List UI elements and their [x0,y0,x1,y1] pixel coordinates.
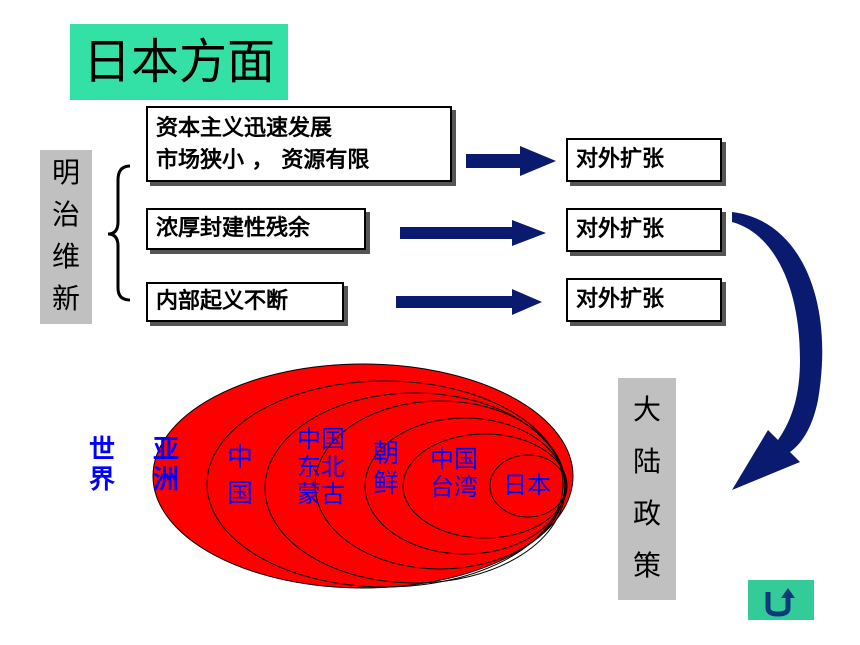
cause-box-1: 资本主义迅速发展 市场狭小 ， 资源有限 [146,106,452,182]
cause-1-line-1: 资本主义迅速发展 [156,116,333,141]
result-box-2: 对外扩张 [566,208,722,252]
ellipse-taiwan [402,433,568,539]
label-world-char: 界 [88,464,115,495]
policy-char: 策 [632,549,661,582]
label-northeast-line: 蒙古 [297,480,345,509]
result-box-3: 对外扩张 [566,278,722,322]
ellipse-korea [364,417,566,555]
side-char: 维 [51,240,80,273]
label-taiwan-line: 台湾 [430,472,478,501]
return-button[interactable] [748,580,814,620]
cause-box-2: 浓厚封建性残余 [146,208,366,250]
meiji-restoration-label: 明 治 维 新 [40,150,92,324]
result-1-text: 对外扩张 [576,147,665,172]
label-northeast-line: 中国 [297,425,345,453]
page-title: 日本方面 [70,24,288,100]
policy-char: 政 [632,497,661,530]
result-2-text: 对外扩张 [576,217,665,242]
ellipse-world [152,363,574,589]
label-world-char: 世 [88,435,115,465]
return-arrow-icon [765,588,795,617]
side-char: 新 [51,282,80,315]
curved-arrow [732,212,823,490]
policy-char: 陆 [632,445,661,478]
ellipse-japan [489,454,567,518]
label-asia: 亚 洲 [148,435,184,496]
label-china-char: 中 [226,443,253,473]
continental-policy-label: 大 陆 政 策 [618,378,676,600]
arrow-1 [466,146,556,176]
label-korea: 朝 鲜 [368,439,404,500]
label-asia-char: 洲 [152,464,179,495]
side-char: 治 [51,198,80,231]
arrow-2 [400,220,546,246]
label-world: 世 界 [84,435,120,496]
cause-1-line-2: 市场狭小 ， 资源有限 [156,148,370,173]
arrow-3 [396,289,542,315]
label-china-char: 国 [226,479,253,510]
label-korea-char: 鲜 [372,468,399,499]
result-3-text: 对外扩张 [576,287,665,312]
label-korea-char: 朝 [372,439,399,469]
result-box-1: 对外扩张 [566,138,722,182]
label-northeast: 中国 东北 蒙古 [288,425,354,509]
ellipse-asia [206,380,564,588]
label-taiwan: 中国 台湾 [422,445,486,501]
label-asia-char: 亚 [152,435,179,465]
label-taiwan-line: 中国 [430,445,478,473]
side-char: 明 [51,156,80,189]
cause-2-text: 浓厚封建性残余 [156,216,311,241]
policy-char: 大 [632,393,661,426]
curly-brace [107,164,131,302]
label-china: 中 国 [222,440,258,513]
label-japan: 日本 [494,471,560,500]
label-northeast-line: 东北 [297,452,345,481]
cause-box-3: 内部起义不断 [146,282,344,322]
label-japan-text: 日本 [503,471,551,499]
cause-3-text: 内部起义不断 [156,289,289,314]
